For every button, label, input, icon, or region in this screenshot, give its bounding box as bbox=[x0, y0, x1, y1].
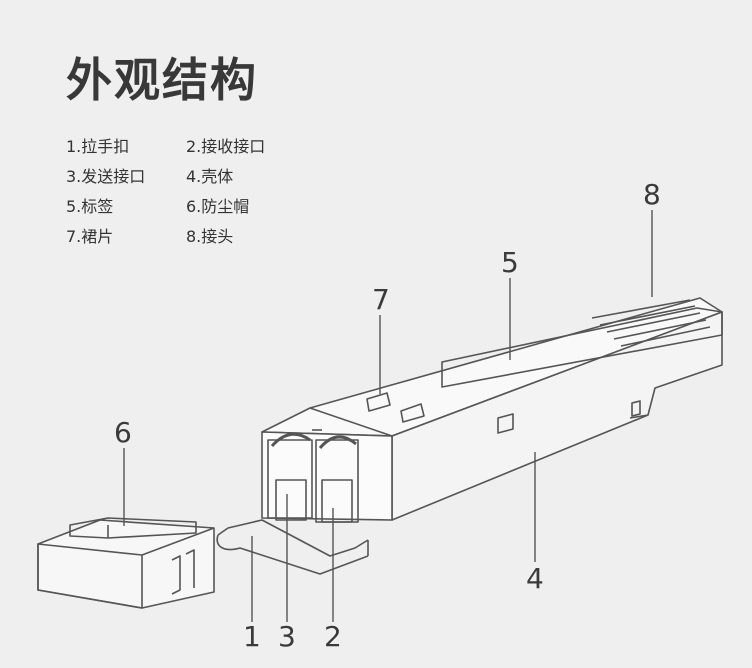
callout-1: 1 bbox=[243, 620, 261, 653]
leader-lines bbox=[123, 210, 653, 622]
dust-cap bbox=[37, 517, 215, 609]
legend-item-3: 3.发送接口 bbox=[66, 167, 146, 186]
skirt-slots bbox=[366, 392, 425, 423]
callout-6: 6 bbox=[114, 416, 132, 449]
legend-item-6: 6.防尘帽 bbox=[186, 197, 250, 216]
legend-item-4: 4.壳体 bbox=[186, 167, 234, 186]
callout-5: 5 bbox=[501, 246, 519, 279]
label-area bbox=[441, 299, 723, 388]
callout-7: 7 bbox=[372, 283, 390, 316]
parts-legend: 1.拉手扣 2.接收接口 3.发送接口 4.壳体 5.标签 6.防尘帽 7.裙片… bbox=[66, 138, 306, 246]
pull-tab-latch bbox=[216, 519, 369, 575]
module-housing bbox=[261, 297, 723, 521]
callout-4: 4 bbox=[526, 562, 544, 595]
page-title: 外观结构 bbox=[66, 53, 258, 107]
legend-item-2: 2.接收接口 bbox=[186, 137, 266, 156]
legend-item-8: 8.接头 bbox=[186, 227, 234, 246]
callout-8: 8 bbox=[643, 178, 661, 211]
port-faces bbox=[267, 429, 359, 523]
legend-item-7: 7.裙片 bbox=[66, 227, 114, 246]
callout-3: 3 bbox=[278, 620, 296, 653]
legend-item-5: 5.标签 bbox=[66, 197, 114, 216]
legend-item-1: 1.拉手扣 bbox=[66, 137, 130, 156]
connector-ribs bbox=[591, 299, 711, 347]
callout-2: 2 bbox=[324, 620, 342, 653]
